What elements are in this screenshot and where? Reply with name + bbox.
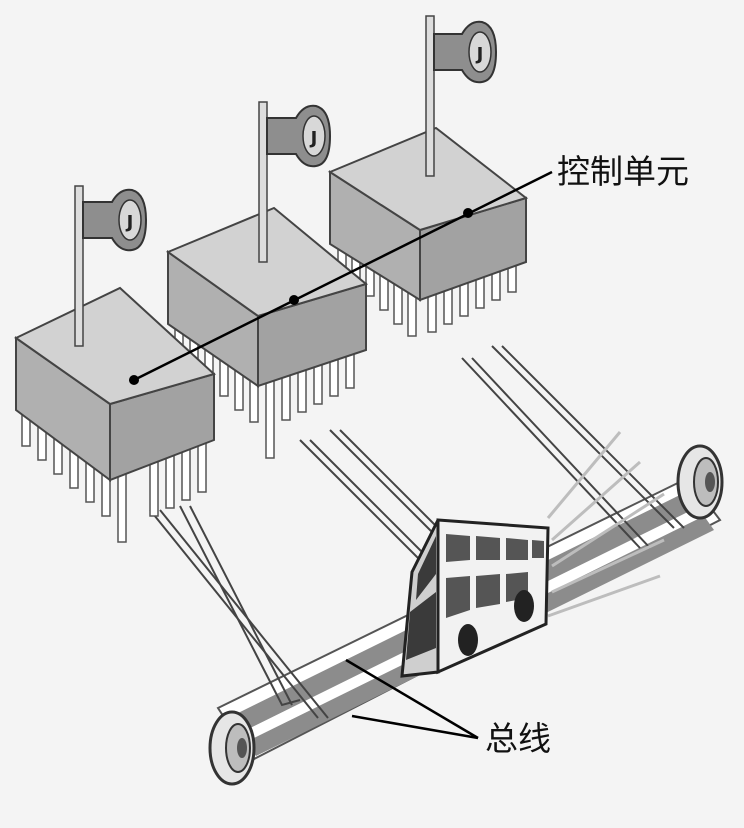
speed-lines: [546, 431, 665, 618]
wire-unit-1-b-inner: [189, 505, 293, 706]
bus-vehicle-windows-upper: [446, 534, 544, 562]
bus-end-roll-right: [676, 444, 724, 520]
bus-vehicle-windscreen-upper: [416, 536, 436, 600]
wire-unit-3-a: [461, 357, 641, 549]
label-control-unit: 控制单元: [557, 152, 689, 191]
unit-1-top: [14, 286, 216, 406]
wire-unit-2-a-inner: [309, 439, 441, 571]
unit-2-flag: J: [258, 101, 332, 263]
callout-dot-unit-1: [129, 375, 139, 385]
bus-end-roll-left: [208, 710, 256, 786]
wire-unit-1-a-inner: [159, 509, 329, 719]
wire-unit-1-b: [179, 505, 301, 707]
wire-unit-2-a: [299, 439, 431, 571]
bus-vehicle-windscreen-lower: [406, 592, 436, 660]
bus-vehicle-wheel-rear: [514, 590, 534, 622]
wire-unit-3-a-inner: [471, 357, 651, 549]
callout-bus: [345, 658, 479, 740]
unit-2-flag-letter: J: [309, 128, 318, 149]
label-bus: 总线: [485, 719, 551, 758]
bus-vehicle-wheel-front: [458, 624, 478, 656]
wire-unit-3-b: [491, 345, 675, 529]
bus-vehicle: [400, 431, 665, 678]
unit-1-flag: J: [74, 185, 148, 347]
unit-1-flag-letter: J: [125, 212, 134, 233]
wire-unit-3-b-inner: [501, 345, 685, 529]
callout-control-unit: [129, 170, 553, 385]
bus-vehicle-windows-lower: [446, 572, 528, 618]
callout-dot-unit-2: [289, 295, 299, 305]
wire-unit-1-a: [149, 509, 319, 719]
control-unit-1: J: [14, 185, 216, 543]
unit-3-flag-letter: J: [475, 44, 484, 65]
callout-dot-unit-3: [463, 208, 473, 218]
unit-3-flag: J: [425, 15, 498, 177]
unit-3-top: [327, 126, 529, 232]
